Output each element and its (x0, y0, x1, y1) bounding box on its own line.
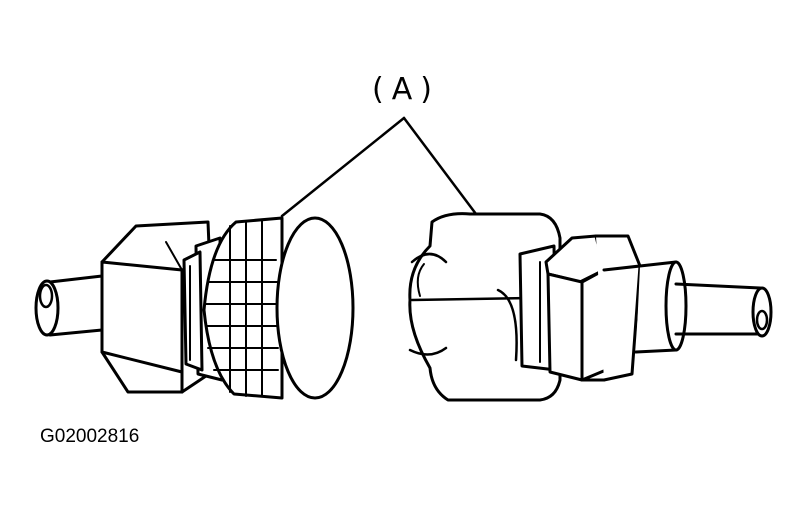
callout-label-a: (A) (372, 72, 440, 107)
right-tube (636, 262, 771, 352)
left-tube (36, 276, 102, 335)
knurled-cap (204, 218, 353, 398)
figure-id: G02002816 (40, 426, 140, 447)
callout-leader-lines (282, 118, 476, 216)
right-hex-nut (546, 236, 640, 380)
